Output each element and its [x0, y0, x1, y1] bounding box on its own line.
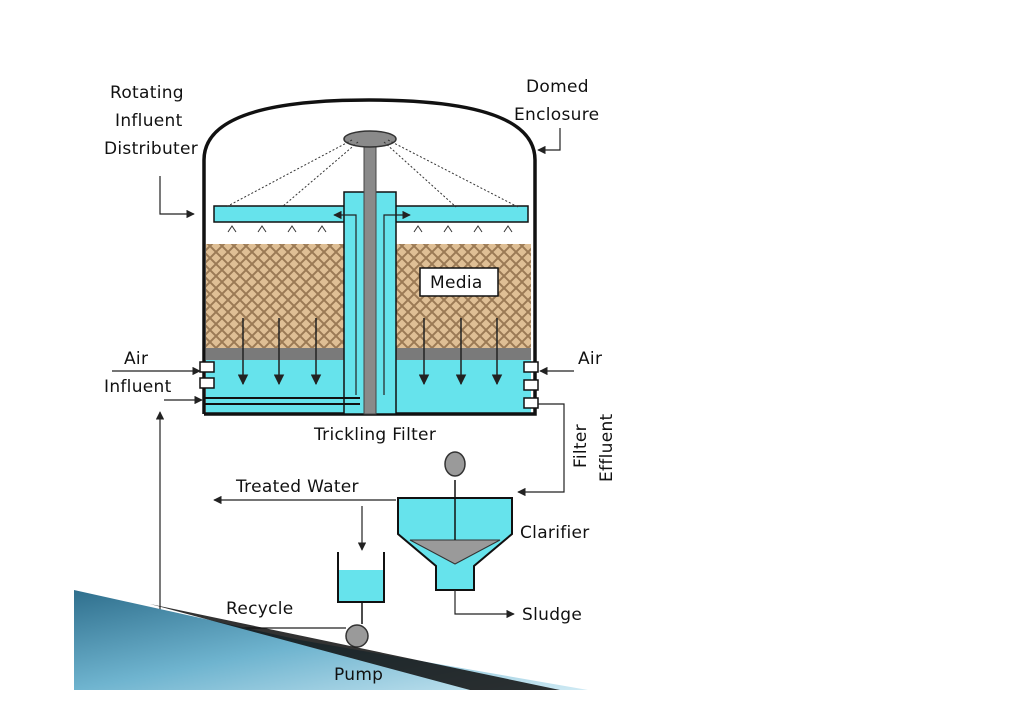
pump	[345, 624, 369, 648]
rotating-distributor	[213, 130, 529, 415]
air-left-label: Air	[124, 349, 148, 369]
sludge-line	[454, 590, 515, 619]
trickling-filter-label: Trickling Filter	[313, 425, 436, 445]
domed-label-2: Enclosure	[514, 105, 599, 125]
downflow-arrows	[237, 318, 503, 386]
domed-label-1: Domed	[526, 77, 589, 97]
influent-pipe	[204, 397, 360, 405]
media-label-box	[419, 267, 499, 297]
recycle-label: Recycle	[226, 599, 294, 619]
influent-label: Influent	[104, 377, 172, 397]
domed-enclosure	[202, 98, 537, 416]
effluent-line	[517, 403, 565, 497]
rotating-pointer	[159, 176, 195, 219]
rotating-label-3: Distributer	[104, 139, 198, 159]
slide-banner	[74, 590, 588, 690]
clarifier-label: Clarifier	[520, 523, 590, 543]
pump-label: Pump	[334, 665, 383, 685]
treated-water-label: Treated Water	[235, 477, 359, 497]
air-right-label: Air	[578, 349, 602, 369]
clarifier	[397, 451, 513, 591]
sludge-label: Sludge	[522, 605, 582, 625]
domed-pointer	[537, 128, 561, 155]
media-label: Media	[430, 273, 483, 293]
clarifier-motor	[444, 451, 466, 477]
distributor-hub	[343, 130, 397, 148]
rotating-label-2: Influent	[115, 111, 183, 131]
filter-effluent-label-1: Filter	[571, 424, 591, 468]
wet-well	[337, 552, 385, 603]
center-shaft	[363, 141, 377, 415]
rotating-label-1: Rotating	[110, 83, 184, 103]
filter-effluent-label-2: Effluent	[597, 413, 617, 482]
